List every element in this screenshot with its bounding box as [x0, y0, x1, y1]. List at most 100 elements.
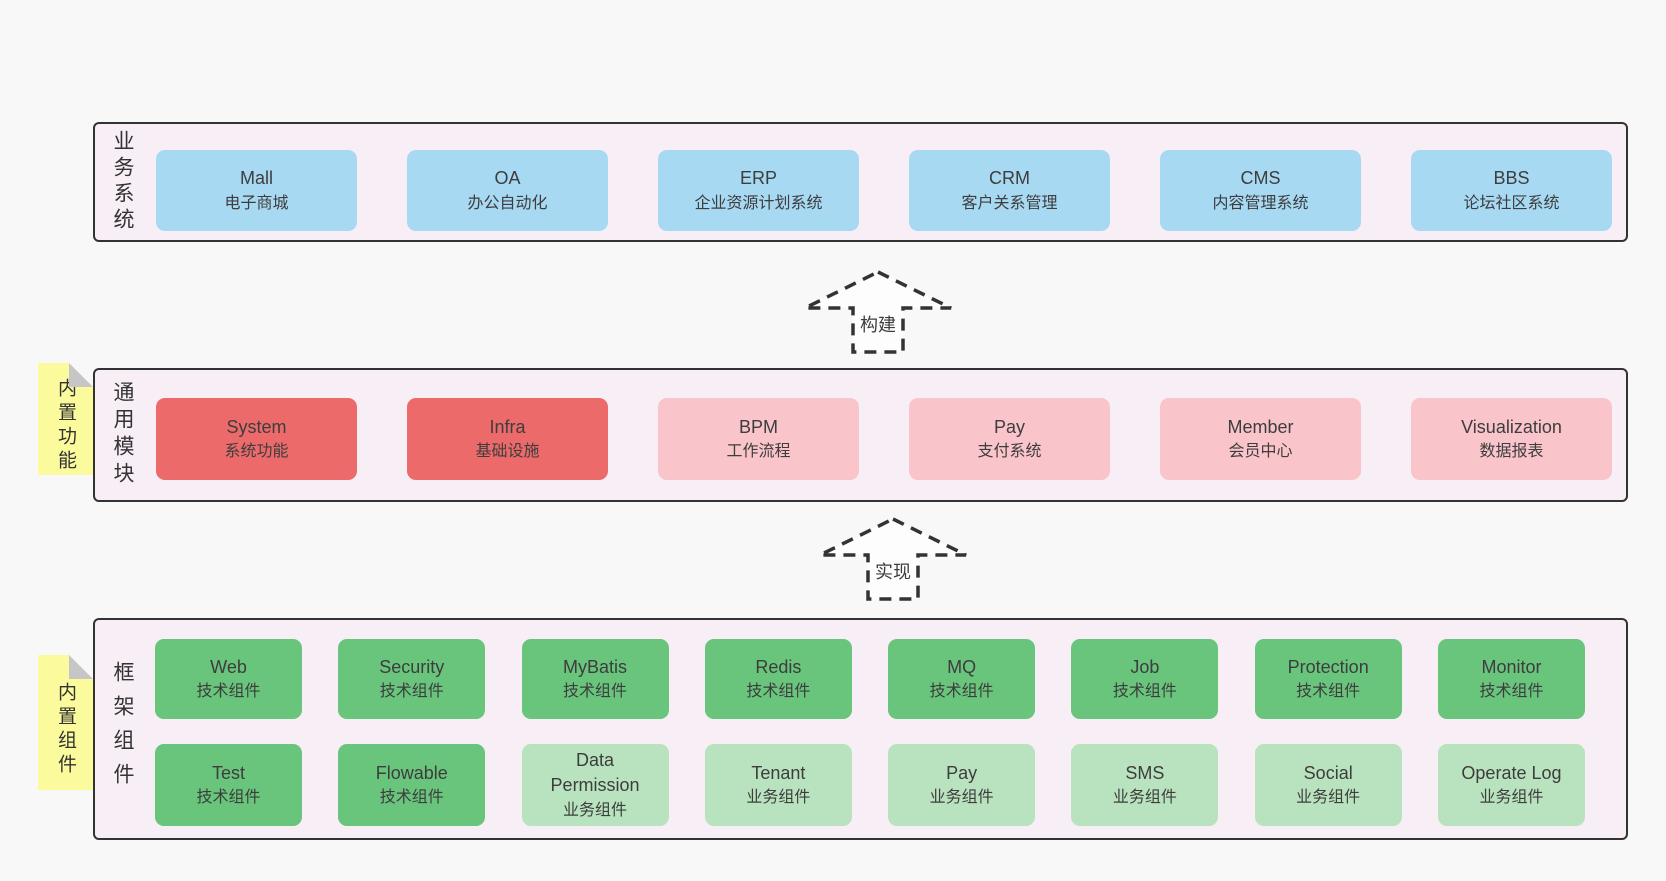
box-data-permission: Data Permission 业务组件	[521, 744, 669, 826]
box-sub: 业务组件	[1112, 789, 1177, 806]
box-name: Data Permission	[550, 750, 640, 796]
box-name: MQ	[947, 656, 977, 677]
box-sub: 企业资源计划系统	[694, 194, 823, 212]
box-bpm: BPM 工作流程	[658, 398, 859, 480]
box-name: Flowable	[375, 762, 448, 783]
box-name: Infra	[489, 416, 526, 437]
box-name: BPM	[738, 416, 778, 437]
box-sub: 业务组件	[1296, 789, 1361, 806]
box-redis: Redis 技术组件	[704, 639, 852, 719]
box-sub: 技术组件	[1296, 683, 1361, 700]
box-sub: 业务组件	[1479, 789, 1544, 806]
box-sub: 技术组件	[379, 789, 444, 806]
sticky-note-label: 内置组件	[55, 681, 76, 778]
box-name: CMS	[1240, 168, 1281, 189]
box-sub: 业务组件	[563, 801, 628, 819]
box-sub: 支付系统	[977, 443, 1042, 460]
panel-framework-components: 框架组件 Web 技术组件 Security 技术组件 MyBatis 技术组件…	[93, 618, 1628, 840]
box-sms: SMS 业务组件	[1071, 744, 1219, 826]
box-mybatis: MyBatis 技术组件	[521, 639, 669, 719]
arrow-implement: 实现	[818, 517, 968, 601]
box-name: Tenant	[751, 762, 806, 783]
box-name: CRM	[989, 168, 1030, 189]
box-sub: 客户关系管理	[961, 194, 1058, 212]
box-sub: 技术组件	[196, 683, 261, 700]
box-crm: CRM 客户关系管理	[909, 150, 1110, 231]
box-cms: CMS 内容管理系统	[1160, 150, 1361, 231]
box-name: SMS	[1125, 762, 1165, 783]
arrow-build: 构建	[803, 270, 953, 354]
box-sub: 电子商城	[224, 194, 289, 212]
box-member: Member 会员中心	[1160, 398, 1361, 480]
box-bbs: BBS 论坛社区系统	[1411, 150, 1612, 231]
box-sub: 技术组件	[746, 683, 811, 700]
box-pay-biz: Pay 业务组件	[888, 744, 1036, 826]
box-social: Social 业务组件	[1254, 744, 1402, 826]
box-sub: 技术组件	[929, 683, 994, 700]
box-name: Job	[1130, 656, 1160, 677]
box-name: Redis	[755, 656, 802, 677]
box-sub: 系统功能	[224, 443, 289, 460]
box-flowable: Flowable 技术组件	[338, 744, 486, 826]
box-job: Job 技术组件	[1071, 639, 1219, 719]
box-sub: 业务组件	[746, 789, 811, 806]
panel-framework-components-label: 框架组件	[111, 661, 134, 797]
box-name: Pay	[946, 762, 978, 783]
common-modules-row: System 系统功能 Infra 基础设施 BPM 工作流程 Pay 支付系统…	[156, 398, 1612, 480]
box-sub: 论坛社区系统	[1463, 194, 1560, 212]
box-system: System 系统功能	[156, 398, 357, 480]
arrow-build-label: 构建	[855, 310, 901, 338]
box-name: Member	[1227, 416, 1294, 437]
box-erp: ERP 企业资源计划系统	[658, 150, 859, 231]
box-visualization: Visualization 数据报表	[1411, 398, 1612, 480]
box-protection: Protection 技术组件	[1254, 639, 1402, 719]
box-name: OA	[494, 168, 521, 189]
box-name: Test	[211, 762, 245, 783]
box-name: ERP	[739, 168, 777, 189]
box-sub: 业务组件	[929, 789, 994, 806]
sticky-fold-corner	[69, 363, 93, 387]
panel-common-modules: 通用模块 System 系统功能 Infra 基础设施 BPM 工作流程 Pay…	[93, 368, 1628, 502]
box-sub: 技术组件	[379, 683, 444, 700]
box-tenant: Tenant 业务组件	[704, 744, 852, 826]
box-mq: MQ 技术组件	[888, 639, 1036, 719]
box-test: Test 技术组件	[155, 744, 302, 826]
business-systems-row: Mall 电子商城 OA 办公自动化 ERP 企业资源计划系统 CRM 客户关系…	[156, 150, 1612, 231]
arrow-implement-label: 实现	[870, 557, 916, 585]
box-name: Web	[210, 656, 247, 677]
panel-common-modules-label: 通用模块	[111, 381, 134, 489]
tech-components-row: Web 技术组件 Security 技术组件 MyBatis 技术组件 Redi…	[155, 639, 1585, 719]
box-sub: 技术组件	[1479, 683, 1544, 700]
box-name: Visualization	[1461, 416, 1562, 437]
box-sub: 技术组件	[196, 789, 261, 806]
panel-business-systems-label: 业务系统	[111, 130, 134, 234]
box-pay: Pay 支付系统	[909, 398, 1110, 480]
box-name: Pay	[993, 416, 1026, 437]
box-sub: 工作流程	[726, 443, 791, 460]
box-name: Social	[1303, 762, 1353, 783]
box-operate-log: Operate Log 业务组件	[1437, 744, 1585, 826]
box-web: Web 技术组件	[155, 639, 302, 719]
box-sub: 内容管理系统	[1212, 194, 1309, 212]
box-name: Monitor	[1481, 656, 1542, 677]
box-name: Security	[379, 656, 445, 677]
box-sub: 办公自动化	[467, 194, 548, 212]
panel-business-systems: 业务系统 Mall 电子商城 OA 办公自动化 ERP 企业资源计划系统 CRM…	[93, 122, 1628, 242]
box-oa: OA 办公自动化	[407, 150, 608, 231]
box-name: BBS	[1493, 168, 1530, 189]
box-monitor: Monitor 技术组件	[1437, 639, 1585, 719]
box-sub: 技术组件	[1112, 683, 1177, 700]
biz-components-row: Test 技术组件 Flowable 技术组件 Data Permission …	[155, 744, 1585, 826]
box-name: Mall	[239, 168, 273, 189]
box-name: MyBatis	[563, 656, 628, 677]
box-name: Operate Log	[1461, 762, 1562, 783]
box-security: Security 技术组件	[338, 639, 486, 719]
sticky-fold-corner	[69, 655, 93, 679]
box-sub: 数据报表	[1479, 443, 1544, 460]
box-sub: 技术组件	[563, 683, 628, 700]
sticky-note-label: 内置功能	[55, 378, 76, 474]
box-sub: 会员中心	[1228, 443, 1293, 460]
box-name: System	[226, 416, 287, 437]
box-infra: Infra 基础设施	[407, 398, 608, 480]
